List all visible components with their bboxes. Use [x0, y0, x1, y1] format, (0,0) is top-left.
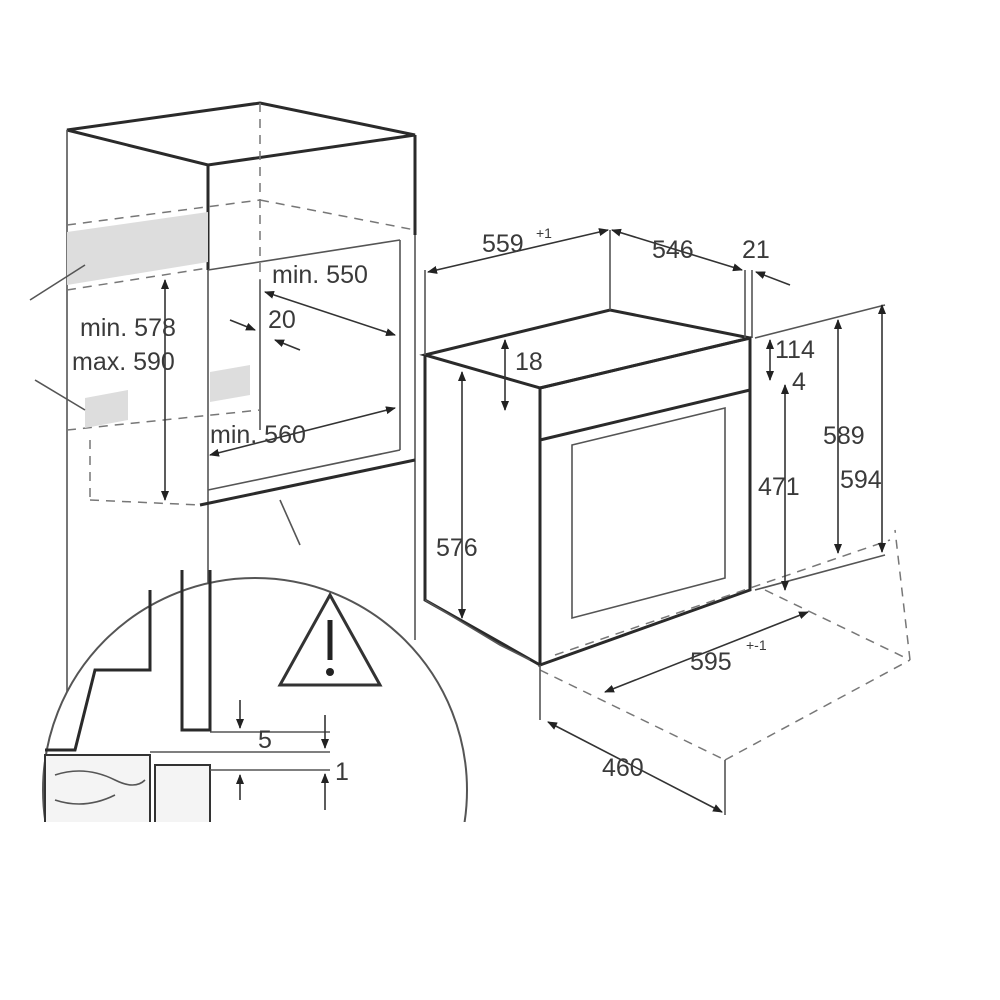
label-oven-width-tolerance: +-1 [746, 637, 767, 653]
label-top-offset: 18 [515, 348, 543, 376]
label-total-height: 594 [840, 466, 882, 494]
dim-line-20-b [274, 339, 301, 351]
label-oven-depth-total: 559 [482, 230, 524, 258]
dim-line-559 [427, 228, 609, 274]
label-front-height: 589 [823, 422, 865, 450]
dim-line-min-560 [209, 406, 396, 457]
dim-line-21 [755, 271, 791, 286]
dim-line-546 [611, 228, 743, 272]
label-niche-width: min. 550 [272, 261, 368, 289]
label-base-depth: 460 [602, 754, 644, 782]
label-panel-gap: 4 [792, 368, 806, 396]
dim-line-20-a [229, 319, 256, 331]
dim-line-460 [547, 721, 723, 813]
label-body-height: 576 [436, 534, 478, 562]
detail-magnifier [42, 570, 468, 822]
label-niche-depth: min. 560 [210, 421, 306, 449]
warning-icon [277, 591, 383, 687]
label-niche-gap: 20 [268, 306, 296, 334]
label-door-thickness: 21 [742, 236, 770, 264]
label-oven-depth-tolerance: +1 [536, 225, 552, 241]
label-oven-depth-body: 546 [652, 236, 694, 264]
label-oven-width: 595 [690, 648, 732, 676]
dim-line-min-550 [264, 291, 396, 336]
cabinet-drawing [29, 101, 417, 820]
label-clearance-5: 5 [258, 726, 272, 754]
dim-line-595 [604, 611, 809, 693]
label-niche-height-max: max. 590 [72, 348, 175, 376]
label-door-height: 471 [758, 473, 800, 501]
label-panel-height: 114 [775, 336, 815, 364]
label-niche-height-min: min. 578 [80, 314, 176, 342]
oven-drawing [419, 230, 911, 815]
label-clearance-1: 1 [335, 758, 349, 786]
